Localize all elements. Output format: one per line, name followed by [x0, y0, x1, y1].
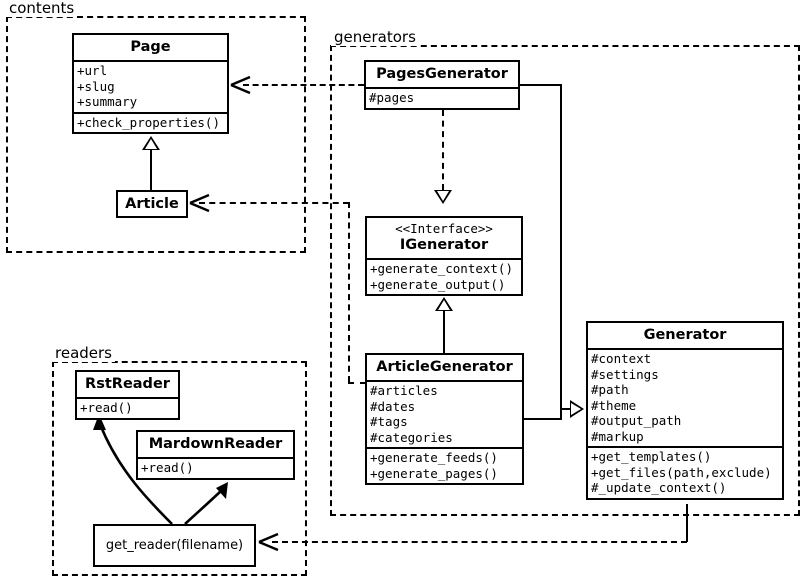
function-get-reader-label: get_reader(filename) [105, 538, 244, 553]
dependency-pagesgen-page-line [243, 84, 364, 86]
class-article-title: Article [125, 196, 179, 212]
class-generator-operations: +get_templates() +get_files(path,exclude… [588, 446, 782, 498]
class-page[interactable]: Page +url +slug +summary +check_properti… [72, 33, 229, 134]
line-article-to-page [150, 150, 152, 190]
package-contents-label: contents [6, 0, 78, 17]
dependency-articlegen-article-vert [348, 202, 350, 382]
function-get-reader[interactable]: get_reader(filename) [93, 524, 256, 567]
line-pagesgen-to-generator-v [560, 84, 562, 410]
operation: +check_properties() [77, 114, 220, 130]
attribute: #output_path [591, 413, 682, 428]
class-generator-title: Generator [643, 327, 727, 343]
attribute: #pages [369, 90, 415, 105]
package-generators-label: generators [331, 29, 419, 46]
class-pages-generator-title: PagesGenerator [376, 66, 508, 82]
operation: +get_templates() [591, 449, 712, 464]
dependency-articlegen-article-line [199, 202, 349, 204]
class-generator[interactable]: Generator #context #settings #path #them… [586, 321, 784, 500]
package-contents [6, 16, 306, 253]
line-pagesgen-to-generator-h1 [518, 84, 562, 86]
class-igenerator-operations: +generate_context() +generate_output() [367, 258, 521, 294]
class-igenerator[interactable]: <<Interface>> IGenerator +generate_conte… [365, 216, 523, 296]
class-mardown-reader-title: MardownReader [148, 436, 283, 452]
attribute: #dates [370, 398, 416, 414]
attribute: +summary [77, 94, 138, 109]
class-page-title: Page [130, 39, 171, 55]
attribute: #articles [370, 383, 438, 398]
operation: +read() [80, 400, 133, 415]
attribute: #settings [591, 366, 659, 382]
package-readers-label: readers [52, 345, 115, 362]
package-readers [52, 361, 307, 576]
generalization-arrow-page [142, 136, 160, 150]
dependency-generator-getreader-line [272, 541, 687, 543]
attribute: #markup [591, 428, 644, 444]
attribute: #categories [370, 429, 453, 445]
line-pagesgen-to-igenerator [442, 110, 444, 190]
line-articlegen-to-generator-v [560, 408, 562, 420]
generalization-arrow-generator [570, 400, 584, 418]
attribute: +slug [77, 78, 115, 94]
class-article-generator-operations: +generate_feeds() +generate_pages() [367, 447, 522, 483]
line-pagesgen-to-generator-h2 [560, 408, 572, 410]
generalization-arrow-igenerator [435, 297, 453, 311]
class-rst-reader-title: RstReader [85, 376, 170, 392]
attribute: #path [591, 382, 629, 397]
attribute: #tags [370, 414, 408, 429]
attribute: #context [591, 351, 652, 366]
line-articlegen-to-igenerator [443, 311, 445, 355]
class-rst-reader-operations: +read() [77, 397, 178, 418]
operation: +generate_feeds() [370, 450, 498, 465]
operation: +get_files(path,exclude) [591, 464, 772, 480]
class-pages-generator[interactable]: PagesGenerator #pages [364, 60, 520, 110]
class-article-generator-attributes: #articles #dates #tags #categories [367, 380, 522, 447]
package-generators [330, 45, 800, 516]
class-rst-reader[interactable]: RstReader +read() [75, 370, 180, 420]
operation: +generate_output() [370, 276, 506, 292]
class-mardown-reader[interactable]: MardownReader +read() [136, 430, 295, 480]
class-pages-generator-attributes: #pages [366, 87, 518, 108]
attribute: +url [77, 63, 108, 78]
class-page-attributes: +url +slug +summary [74, 60, 227, 112]
operation: +generate_context() [370, 261, 513, 276]
class-generator-attributes: #context #settings #path #theme #output_… [588, 348, 782, 446]
operation: #_update_context() [591, 480, 727, 495]
realization-arrow-igenerator [434, 190, 452, 204]
operation: +generate_pages() [370, 465, 498, 481]
class-mardown-reader-operations: +read() [138, 457, 293, 478]
class-page-operations: +check_properties() [74, 111, 227, 133]
attribute: #theme [591, 397, 637, 413]
dependency-articlegen-article-join [348, 382, 366, 384]
class-igenerator-title: IGenerator [399, 237, 489, 253]
operation: +read() [141, 460, 194, 475]
line-articlegen-to-generator-h [524, 418, 562, 420]
dependency-generator-getreader-stub [686, 504, 688, 542]
class-igenerator-stereotype: <<Interface>> [395, 221, 493, 236]
class-article-generator-title: ArticleGenerator [376, 359, 513, 375]
class-article[interactable]: Article [116, 190, 188, 218]
class-article-generator[interactable]: ArticleGenerator #articles #dates #tags … [365, 353, 524, 485]
